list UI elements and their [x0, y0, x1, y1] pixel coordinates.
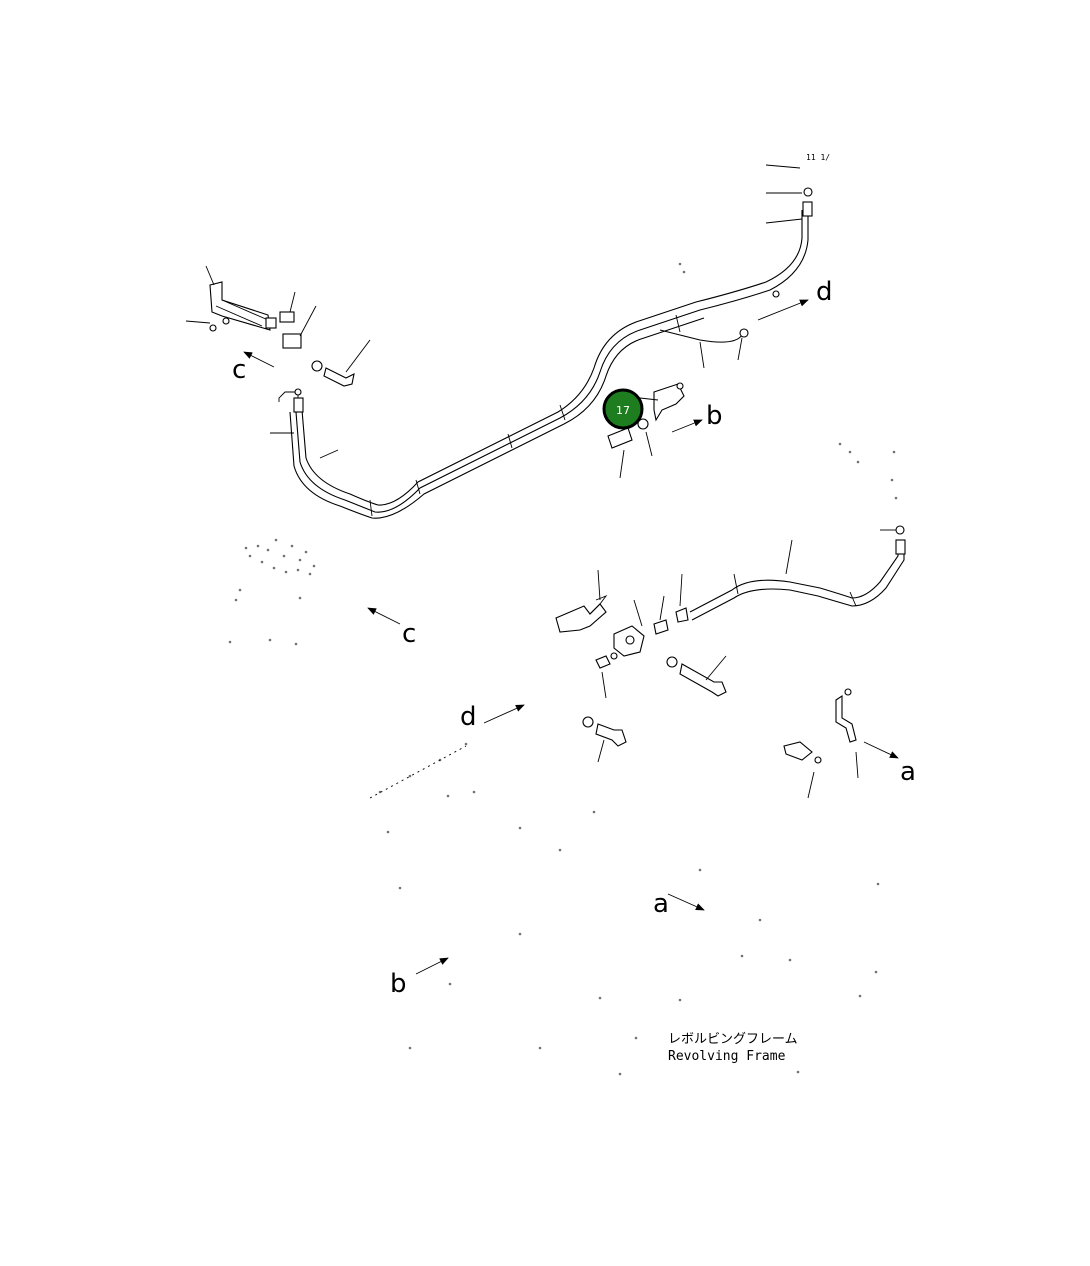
arrow-label-a-lower: a	[653, 889, 669, 919]
callout-17-parts	[607, 382, 685, 479]
control-valve-block	[185, 265, 371, 387]
arrow-label-b-upper: b	[706, 401, 723, 431]
arrow-label-a-right: a	[900, 757, 916, 787]
view-arrows	[243, 299, 899, 975]
frame-label-jp: レボルビングフレーム	[668, 1032, 798, 1047]
arrow-label-c-upper: c	[232, 355, 246, 385]
callout-17-number: 17	[616, 404, 630, 417]
arrow-label-c-lower: c	[402, 619, 416, 649]
frame-label-en: Revolving Frame	[668, 1049, 786, 1064]
svg-text:11 1/: 11 1/	[806, 153, 830, 162]
arrow-label-d-lower: d	[460, 702, 477, 732]
faint-frame-sketch	[228, 262, 898, 1076]
lower-tube-assembly	[555, 525, 906, 799]
upper-tube-assembly: 11 1/	[270, 153, 830, 519]
faint-dash-line	[369, 745, 467, 799]
callout-17-badge[interactable]: 17	[602, 388, 644, 430]
arrow-label-d-upper: d	[816, 277, 833, 307]
arrow-label-b-lower: b	[390, 969, 407, 999]
